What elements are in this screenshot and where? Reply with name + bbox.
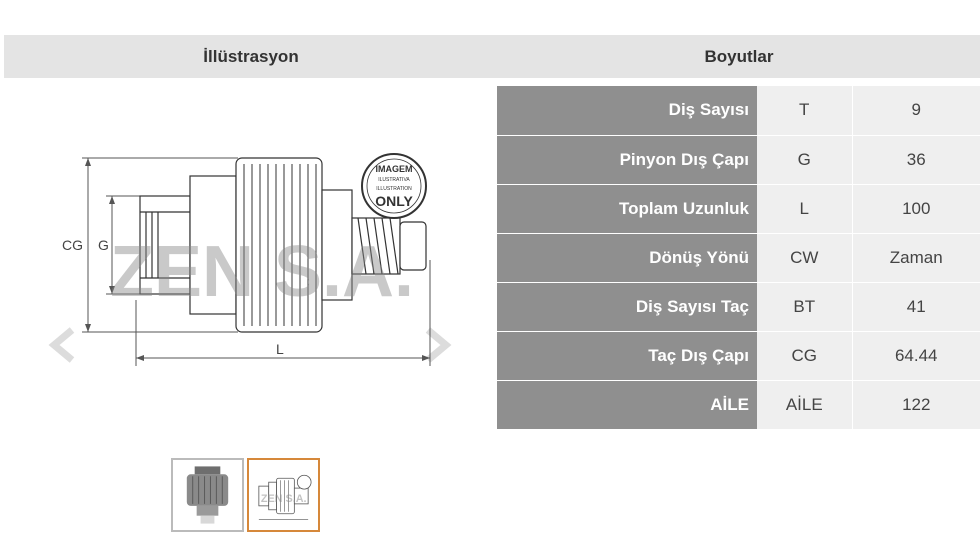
dim-value: 9	[852, 86, 980, 136]
table-row: Taç Dış Çapı CG 64.44	[497, 331, 980, 381]
dim-label: Diş Sayısı	[497, 86, 757, 136]
thumbnail-strip: ZEN S.A.	[171, 458, 320, 532]
dim-label-l: L	[276, 341, 284, 357]
dimensions-table: Diş Sayısı T 9 Pinyon Dış Çapı G 36 Topl…	[497, 86, 980, 430]
svg-text:ILUSTRATIVA: ILUSTRATIVA	[378, 177, 410, 183]
illustration-stamp: IMAGEM ILUSTRATIVA ILLUSTRATION ONLY	[361, 153, 427, 219]
dim-label: Toplam Uzunluk	[497, 184, 757, 234]
dim-value: 41	[852, 282, 980, 332]
prev-arrow-icon[interactable]	[48, 327, 75, 363]
dim-value: Zaman	[852, 233, 980, 283]
dim-label-g: G	[98, 237, 109, 253]
dim-symbol: AİLE	[757, 380, 853, 430]
table-row: Toplam Uzunluk L 100	[497, 184, 980, 234]
section-header: İllüstrasyon Boyutlar	[4, 35, 980, 78]
dim-symbol: CG	[757, 331, 853, 381]
table-row: Dönüş Yönü CW Zaman	[497, 233, 980, 283]
table-row: AİLE AİLE 122	[497, 380, 980, 430]
watermark: ZEN S.A.	[110, 232, 414, 312]
dim-symbol: L	[757, 184, 853, 234]
dim-label: Diş Sayısı Taç	[497, 282, 757, 332]
dim-symbol: T	[757, 86, 853, 136]
table-row: Pinyon Dış Çapı G 36	[497, 135, 980, 185]
illustration-heading: İllüstrasyon	[203, 46, 299, 66]
dim-symbol: G	[757, 135, 853, 185]
dim-label-cg: CG	[62, 237, 83, 253]
dim-value: 100	[852, 184, 980, 234]
thumbnail-drawing[interactable]: ZEN S.A.	[247, 458, 320, 532]
dim-label: Dönüş Yönü	[497, 233, 757, 283]
dimension-lines	[82, 157, 431, 366]
dim-label: AİLE	[497, 380, 757, 430]
table-row: Diş Sayısı T 9	[497, 86, 980, 136]
dim-value: 122	[852, 380, 980, 430]
dim-symbol: BT	[757, 282, 853, 332]
dim-value: 36	[852, 135, 980, 185]
table-row: Diş Sayısı Taç BT 41	[497, 282, 980, 332]
thumbnail-photo[interactable]	[171, 458, 244, 532]
svg-text:ILLUSTRATION: ILLUSTRATION	[376, 186, 412, 192]
dim-symbol: CW	[757, 233, 853, 283]
svg-text:ONLY: ONLY	[375, 193, 413, 209]
product-illustration: CG G L	[40, 100, 460, 420]
next-arrow-icon[interactable]	[425, 327, 452, 363]
dim-value: 64.44	[852, 331, 980, 381]
dimensions-heading: Boyutlar	[704, 46, 774, 66]
svg-text:IMAGEM: IMAGEM	[376, 164, 413, 174]
thumbnail-watermark: ZEN S.A.	[261, 493, 307, 505]
dim-label: Pinyon Dış Çapı	[497, 135, 757, 185]
dim-label: Taç Dış Çapı	[497, 331, 757, 381]
